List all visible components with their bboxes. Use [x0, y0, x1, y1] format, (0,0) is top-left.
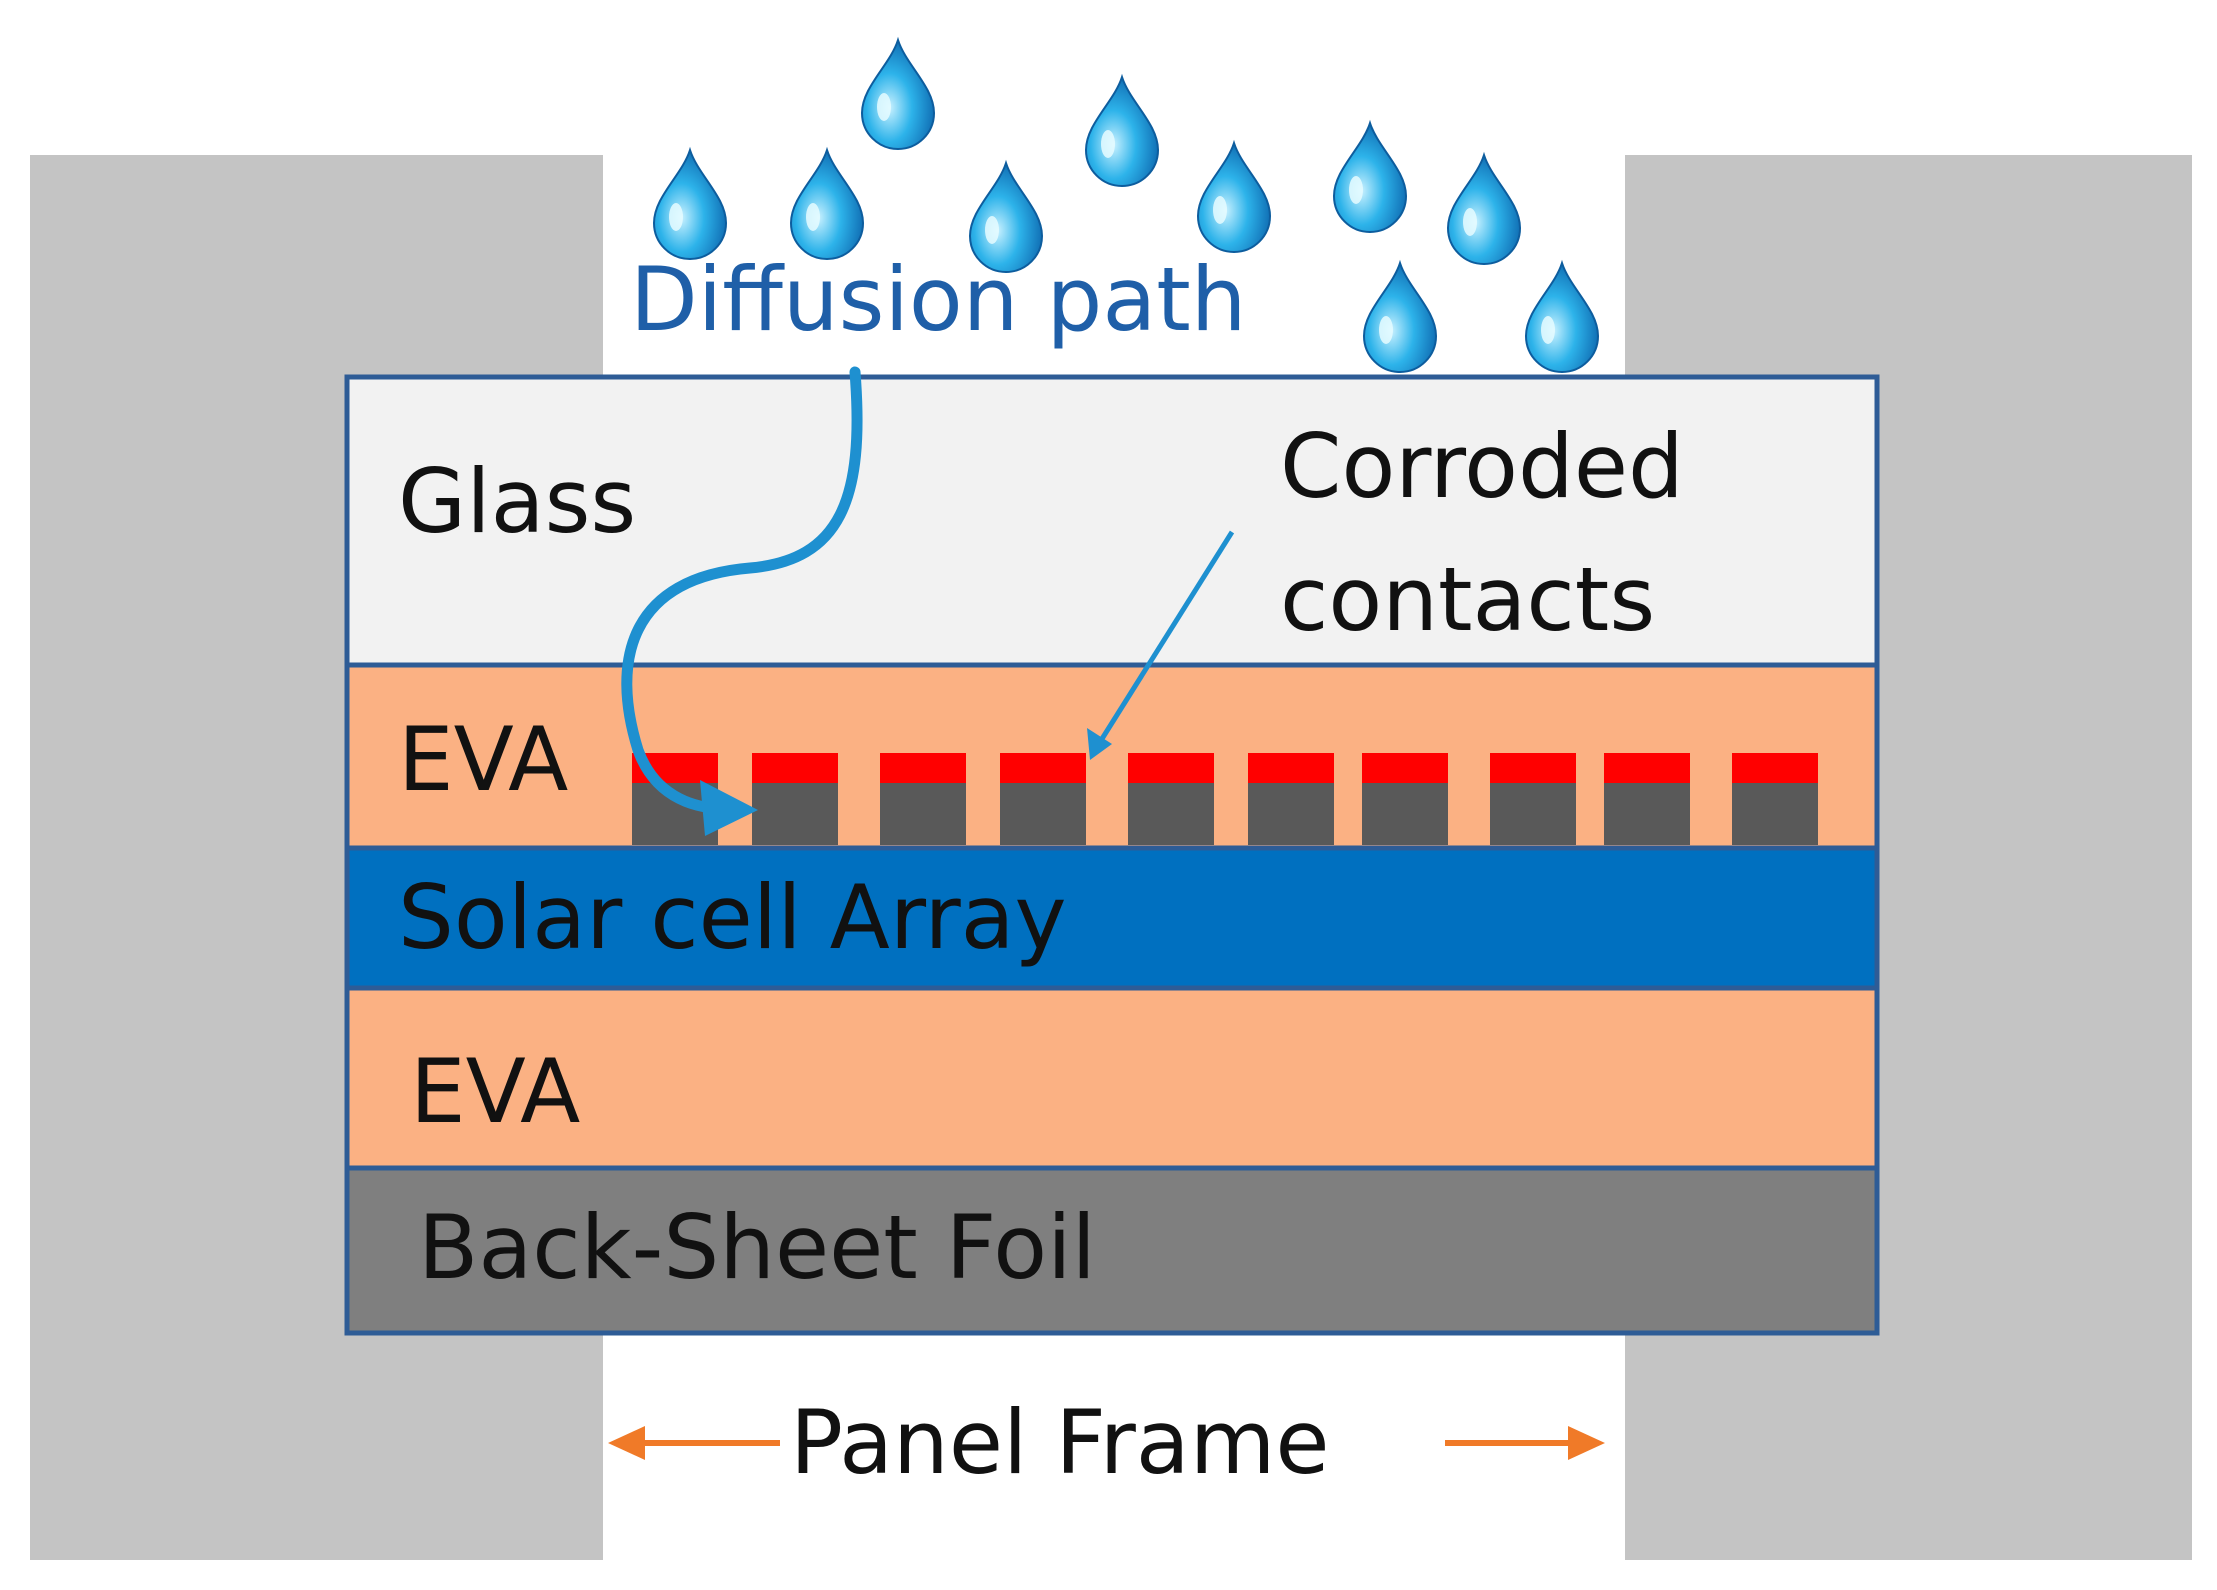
water-droplet-highlight: [1349, 176, 1363, 204]
droplets-group: [652, 36, 1600, 373]
layer-outlines: [344, 374, 1880, 1336]
corroded-label-line1: Corroded: [1280, 415, 1684, 518]
corroded-layer-3: [880, 753, 966, 783]
corroded-pointer-head: [1087, 728, 1112, 760]
water-droplet-highlight: [1379, 316, 1393, 344]
water-droplet-icon: [860, 36, 936, 150]
corroded-layer-5: [1128, 753, 1214, 783]
water-droplet-highlight: [877, 93, 891, 121]
water-droplet-highlight: [669, 203, 683, 231]
water-droplet-highlight: [1101, 130, 1115, 158]
water-droplet-highlight: [806, 203, 820, 231]
contact-9: [1604, 783, 1690, 845]
water-droplet-highlight: [1213, 196, 1227, 224]
corroded-layer-2: [752, 753, 838, 783]
contact-2: [752, 783, 838, 845]
contact-7: [1362, 783, 1448, 845]
corroded-layer-9: [1604, 753, 1690, 783]
corroded-layer-4: [1000, 753, 1086, 783]
water-droplet-icon: [1084, 73, 1160, 187]
eva-top-label: EVA: [398, 708, 568, 811]
solar-cell-array-label: Solar cell Array: [398, 866, 1067, 969]
corroded-layer-10: [1732, 753, 1818, 783]
diffusion-path-arrowhead: [700, 780, 758, 836]
eva-bottom-label: EVA: [410, 1040, 580, 1143]
water-droplet-icon: [652, 146, 728, 260]
water-droplet-icon: [1524, 259, 1600, 373]
back-sheet-layer: [347, 1168, 1877, 1333]
eva-bottom-layer: [347, 988, 1877, 1168]
glass-label: Glass: [398, 450, 636, 553]
panel-frame-right-arrowhead: [1568, 1426, 1605, 1460]
water-droplet-icon: [968, 159, 1044, 273]
contact-8: [1490, 783, 1576, 845]
corroded-layer-6: [1248, 753, 1334, 783]
diffusion-path-label: Diffusion path: [630, 248, 1247, 351]
contact-3: [880, 783, 966, 845]
solar-cell-layer: [347, 848, 1877, 988]
water-droplet-highlight: [1541, 316, 1555, 344]
contact-5: [1128, 783, 1214, 845]
panel-frame-left-arrowhead: [608, 1426, 645, 1460]
glass-layer: [347, 377, 1877, 665]
water-droplet-icon: [789, 146, 865, 260]
water-droplet-icon: [1196, 139, 1272, 253]
water-droplet-icon: [1332, 119, 1408, 233]
contacts-group: [632, 753, 1818, 845]
water-droplet-icon: [1446, 151, 1522, 265]
corroded-label-line2: contacts: [1280, 548, 1655, 651]
corroded-pointer-line: [1097, 530, 1235, 744]
back-sheet-label: Back-Sheet Foil: [418, 1196, 1096, 1299]
corroded-layer-8: [1490, 753, 1576, 783]
panel-frame-label: Panel Frame: [790, 1391, 1330, 1494]
water-droplet-highlight: [1463, 208, 1477, 236]
contact-10: [1732, 783, 1818, 845]
water-droplet-icon: [1362, 259, 1438, 373]
corroded-layer-7: [1362, 753, 1448, 783]
water-droplet-highlight: [985, 216, 999, 244]
contact-4: [1000, 783, 1086, 845]
diffusion-path-arrow: [621, 366, 863, 814]
contact-6: [1248, 783, 1334, 845]
